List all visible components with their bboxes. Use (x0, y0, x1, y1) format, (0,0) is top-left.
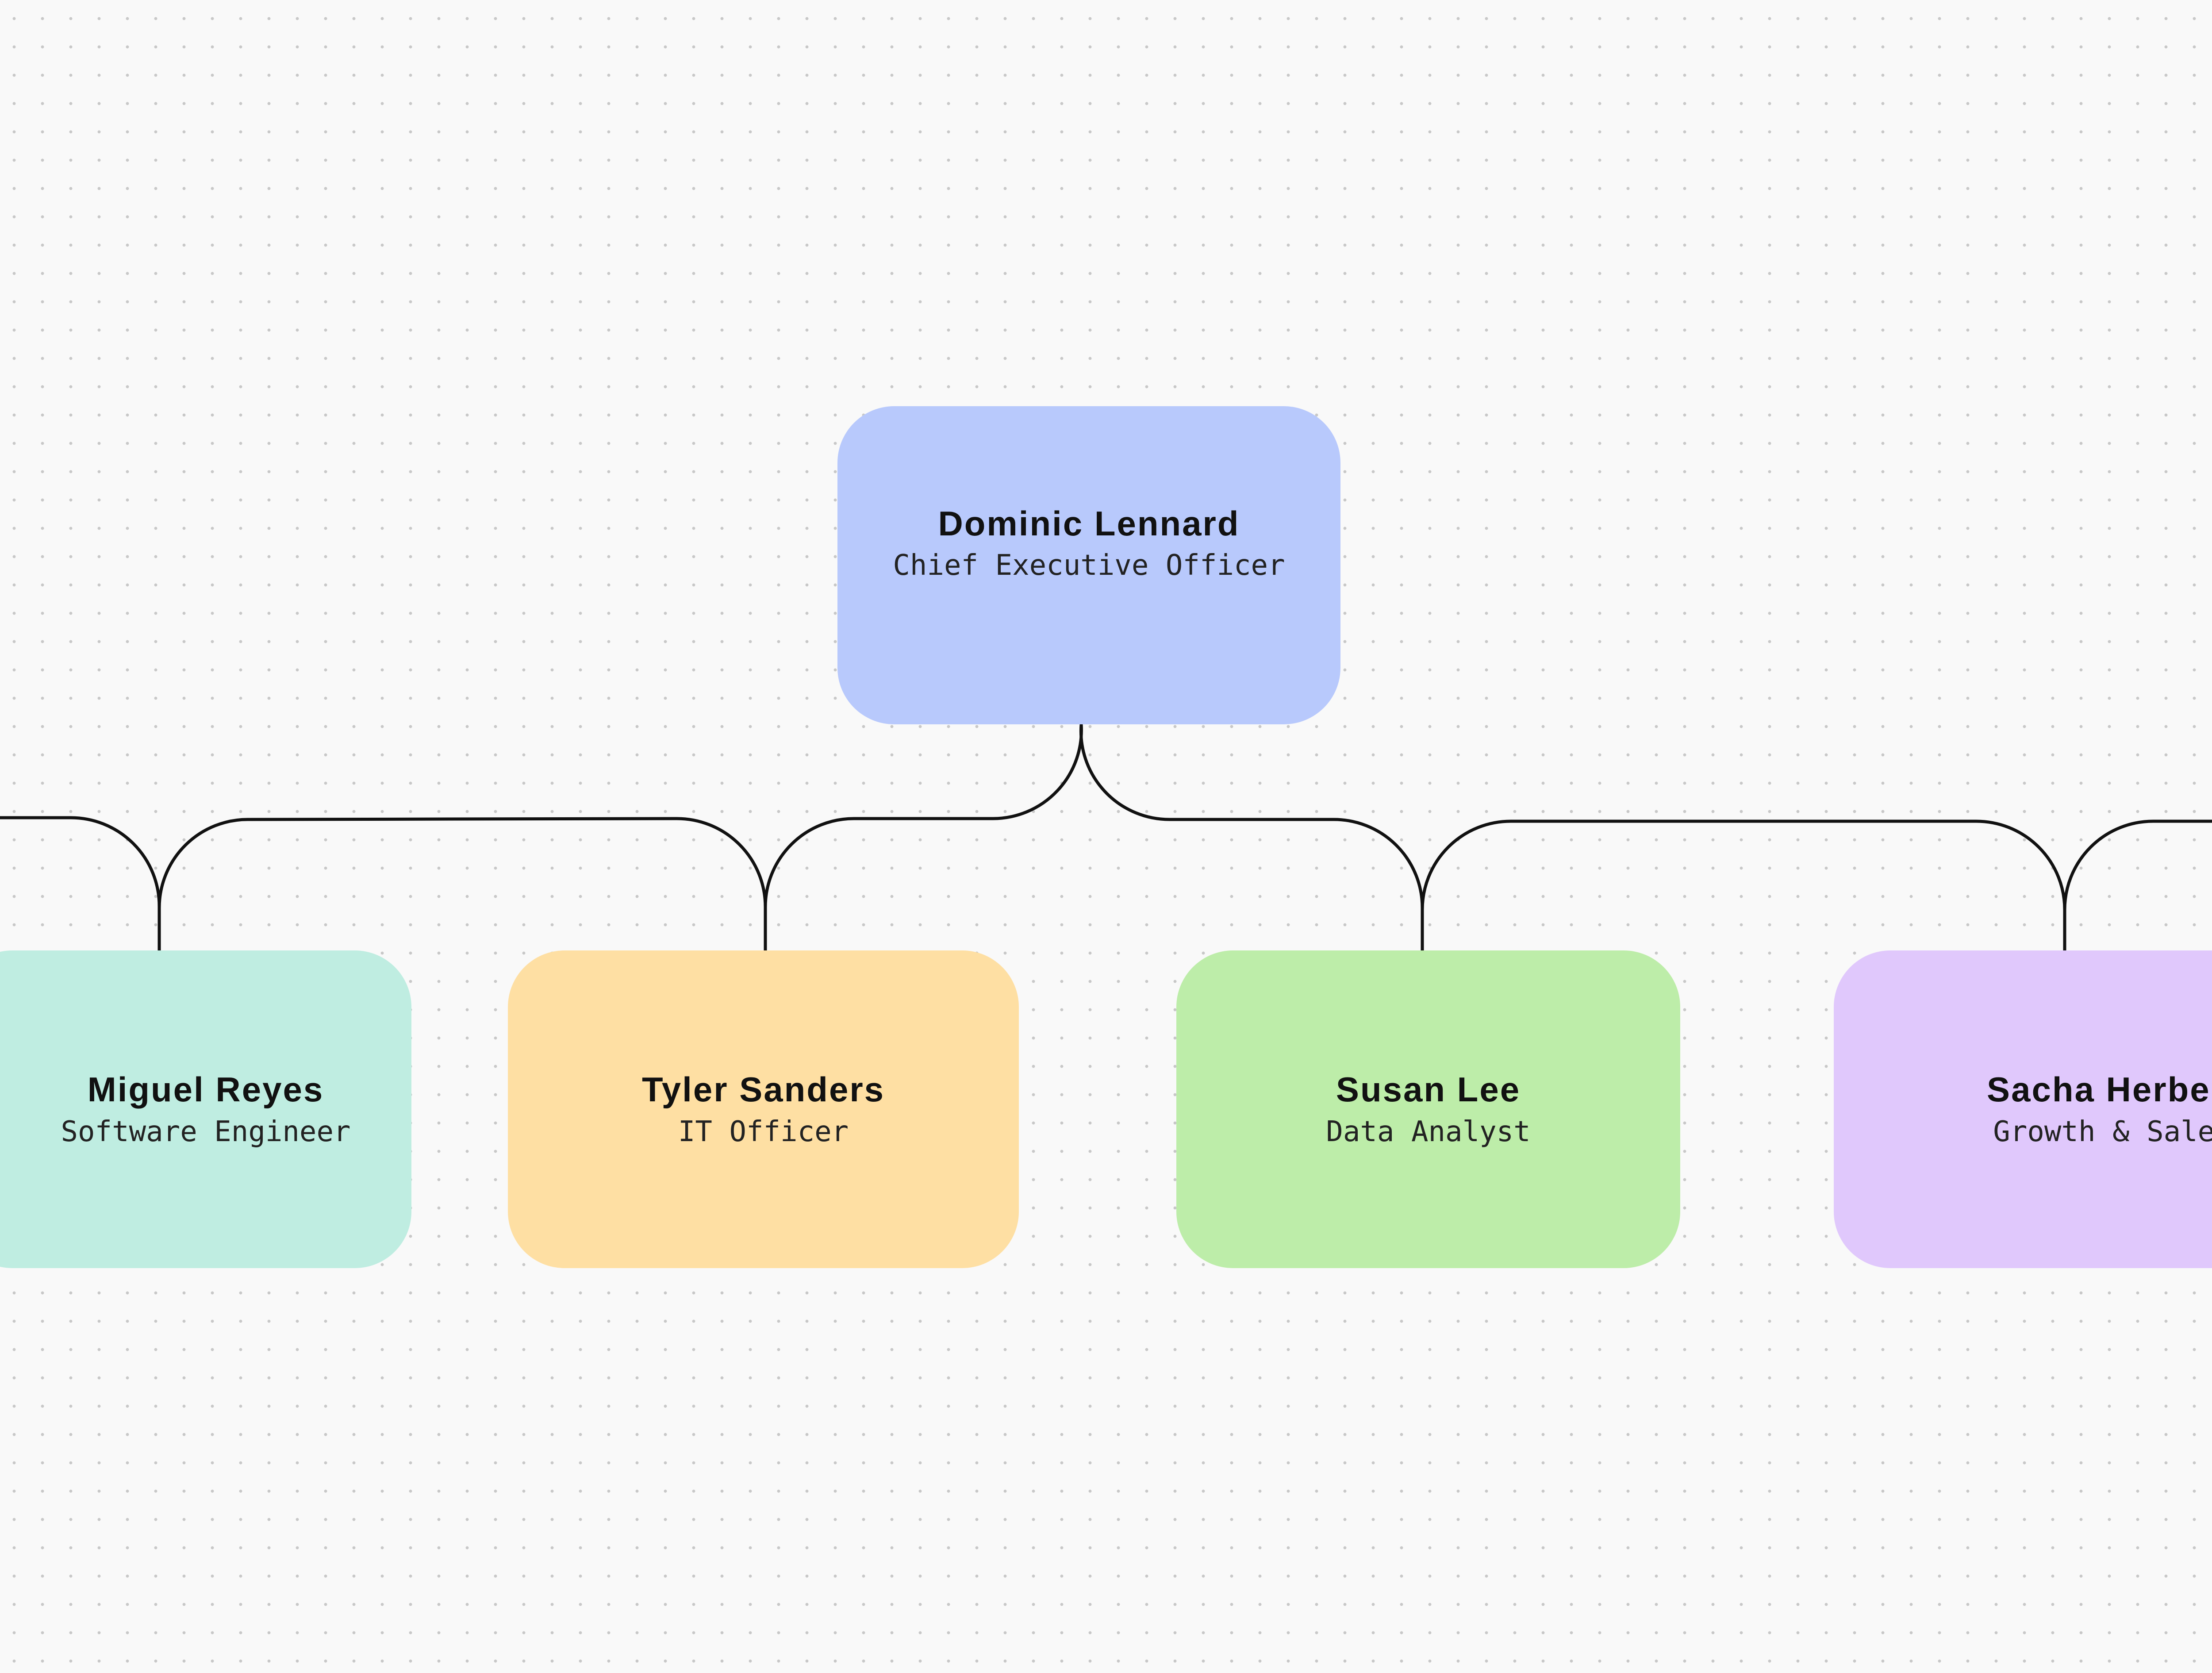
connector-root-to-left-bus (764, 724, 1083, 950)
node-name: Sacha Herbert (1987, 1070, 2212, 1109)
node-report-content: Tyler Sanders IT Officer (642, 1069, 885, 1150)
node-role: Data Analyst (1326, 1115, 1531, 1148)
node-name: Susan Lee (1336, 1070, 1521, 1109)
connector-offscreen-right (2063, 819, 2212, 950)
node-role: Chief Executive Officer (893, 549, 1285, 582)
connector-susan-to-sacha (1421, 819, 2066, 950)
node-report-content: Sacha Herbert Growth & Sales (1987, 1069, 2212, 1150)
node-report-miguel[interactable]: Miguel Reyes Software Engineer (0, 950, 411, 1268)
node-name: Tyler Sanders (641, 1070, 885, 1109)
node-report-tyler[interactable]: Tyler Sanders IT Officer (508, 950, 1019, 1268)
node-report-content: Susan Lee Data Analyst (1326, 1069, 1530, 1150)
node-role: IT Officer (678, 1115, 849, 1148)
node-report-sacha[interactable]: Sacha Herbert Growth & Sales (1834, 950, 2212, 1268)
connector-root-to-right-bus (1079, 724, 1424, 950)
node-role: Software Engineer (61, 1115, 351, 1148)
node-report-content: Miguel Reyes Software Engineer (61, 1069, 350, 1150)
connector-offscreen-left (0, 816, 161, 950)
connector-tyler-to-miguel (157, 817, 767, 950)
node-name: Miguel Reyes (87, 1070, 324, 1109)
node-report-susan[interactable]: Susan Lee Data Analyst (1176, 950, 1680, 1268)
node-name: Dominic Lennard (938, 504, 1240, 543)
node-role: Growth & Sales (1993, 1115, 2212, 1148)
node-ceo[interactable]: Dominic Lennard Chief Executive Officer (837, 406, 1340, 724)
node-ceo-content: Dominic Lennard Chief Executive Officer (893, 503, 1285, 584)
